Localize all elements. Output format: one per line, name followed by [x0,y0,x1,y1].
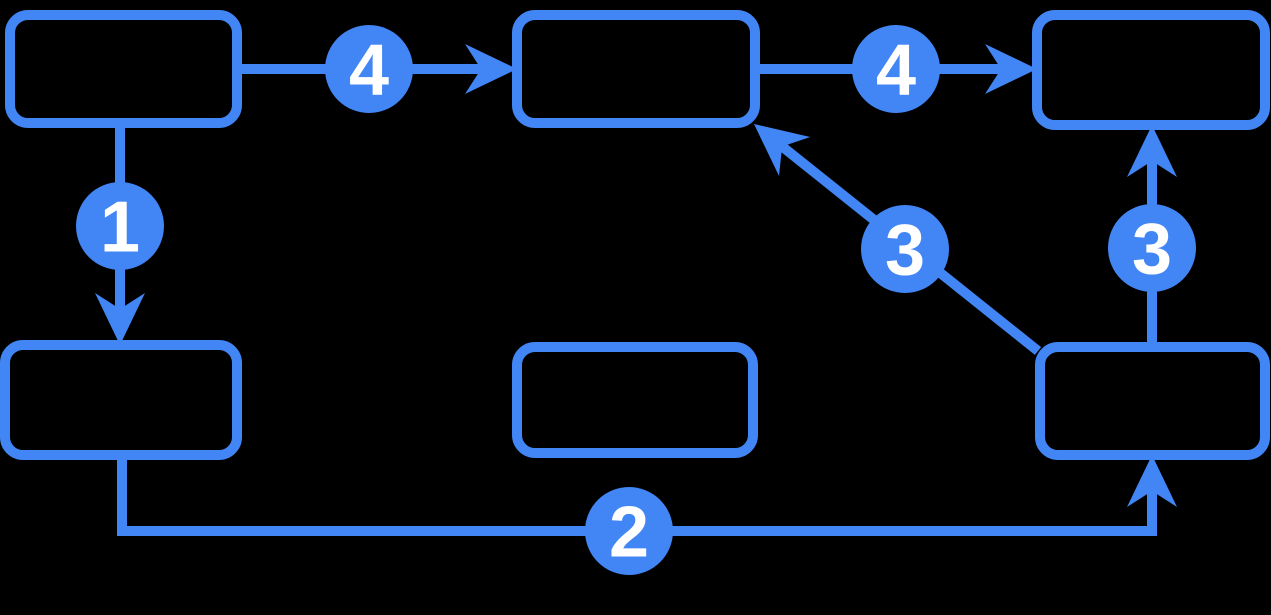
edge-step-4a-arrowhead-icon [465,44,517,94]
step-badge-1-circle [76,182,164,270]
box-bottom-right [1035,342,1270,460]
step-badge-4-circle [325,25,413,113]
step-badge-4-number: 4 [876,31,916,111]
step-badge-4-number: 4 [349,31,389,111]
edge-step-1-arrowhead-icon [95,293,145,345]
step-badge-3-number: 3 [885,211,925,291]
edge-step-3a-arrowhead-icon [754,124,811,176]
step-badge-1-number: 1 [100,188,140,268]
box-bottom-center [512,342,758,458]
step-badge-3-number: 3 [1132,210,1172,290]
edge-step-4b-arrowhead-icon [985,44,1037,94]
box-top-center [512,10,760,128]
box-top-left [5,10,242,128]
step-badge-3-circle [861,205,949,293]
step-badge-2-number: 2 [609,493,649,573]
box-top-right [1032,10,1270,130]
edge-step-3b-arrowhead-icon [1127,125,1177,177]
step-badge-4-circle [852,25,940,113]
box-bottom-left [0,340,242,460]
step-badge-3-circle [1108,204,1196,292]
step-badge-2-circle [585,487,673,575]
edge-step-2-arrowhead-icon [1127,455,1177,507]
